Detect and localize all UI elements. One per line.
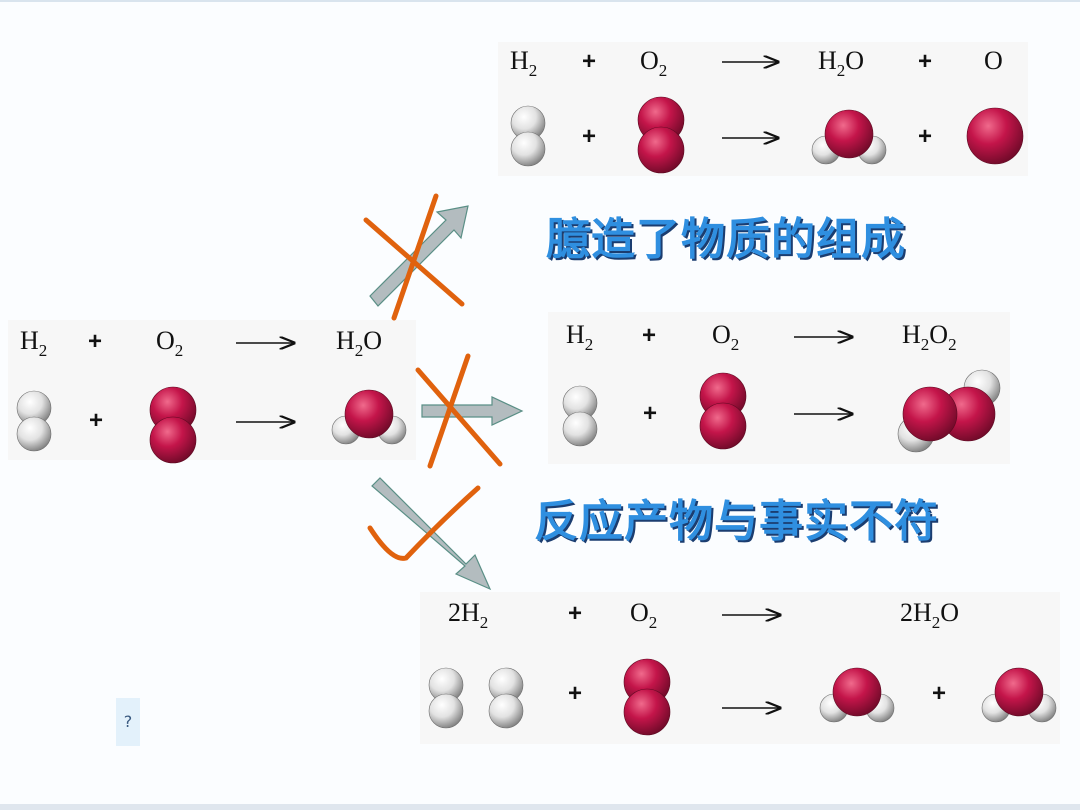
- mid-h2o2-model: [897, 369, 1001, 453]
- hydrogen-atom: [488, 693, 524, 729]
- mid-product-h2o2: H2O2: [902, 320, 957, 354]
- oxygen-atom: [149, 416, 197, 464]
- bottom-h2-model-1: [428, 667, 464, 729]
- oxygen-atom: [902, 386, 958, 442]
- mid-reactant-o2: O2: [712, 320, 740, 354]
- main-reactant-h2: H2: [20, 326, 48, 360]
- main-reactant-o2: O2: [156, 326, 184, 360]
- hydrogen-atom: [428, 693, 464, 729]
- mid-o2-model: [699, 372, 747, 450]
- arrow-to-top-option: [369, 205, 469, 307]
- main-o2-model: [149, 386, 197, 464]
- option-bottom-panel: [420, 592, 1060, 744]
- top-product-o: O: [984, 46, 1003, 75]
- cross-mark-top: [363, 193, 465, 321]
- bottom-reactant-o2: O2: [630, 598, 658, 632]
- main-h2-model: [16, 390, 52, 452]
- oxygen-atom: [832, 667, 882, 717]
- top-h2o-model: [811, 109, 887, 165]
- top-o-atom-model: [966, 107, 1024, 165]
- top-product-h2o: H2O: [818, 46, 865, 80]
- arrow-to-mid-option: [421, 396, 524, 426]
- mid-reactant-h2: H2: [566, 320, 594, 354]
- top-h2-model: [510, 105, 546, 167]
- oxygen-atom: [344, 389, 394, 439]
- oxygen-atom: [966, 107, 1024, 165]
- oxygen-atom: [623, 688, 671, 736]
- hydrogen-atom: [510, 131, 546, 167]
- check-mark: [367, 485, 481, 561]
- bottom-product-2h2o: 2H2O: [900, 598, 960, 632]
- mid-plus: +: [642, 322, 657, 349]
- oxygen-atom: [824, 109, 874, 159]
- oxygen-atom: [637, 126, 685, 174]
- oxygen-atom: [699, 402, 747, 450]
- bottom-h2-model-2: [488, 667, 524, 729]
- question-placeholder: ?: [116, 698, 140, 746]
- main-product-h2o: H2O: [336, 326, 383, 360]
- note-fabricated-composition: 臆造了物质的组成: [546, 214, 906, 265]
- bottom-plus-1: +: [568, 600, 583, 627]
- top-reactant-o2: O2: [640, 46, 668, 80]
- top-model-plus-2: +: [918, 123, 933, 150]
- bottom-model-plus-1: +: [568, 680, 583, 707]
- bottom-h2o-model-1: [819, 667, 895, 723]
- oxygen-atom: [994, 667, 1044, 717]
- top-o2-model: [637, 96, 685, 174]
- top-reactant-h2: H2: [510, 46, 538, 80]
- option-top-panel: [498, 42, 1028, 176]
- main-model-plus: +: [89, 407, 104, 434]
- main-h2o-model: [331, 389, 407, 445]
- main-plus: +: [88, 328, 103, 355]
- top-plus-2: +: [918, 48, 933, 75]
- bottom-reactant-2h2: 2H2: [448, 598, 489, 632]
- hydrogen-atom: [562, 411, 598, 447]
- note-product-mismatch: 反应产物与事实不符: [534, 496, 939, 547]
- bottom-o2-model: [623, 658, 671, 736]
- cross-mark-mid: [415, 353, 503, 469]
- top-model-plus-1: +: [582, 123, 597, 150]
- top-plus-1: +: [582, 48, 597, 75]
- hydrogen-atom: [16, 416, 52, 452]
- mid-h2-model: [562, 385, 598, 447]
- mid-model-plus: +: [643, 400, 658, 427]
- bottom-h2o-model-2: [981, 667, 1057, 723]
- bottom-model-plus-2: +: [932, 680, 947, 707]
